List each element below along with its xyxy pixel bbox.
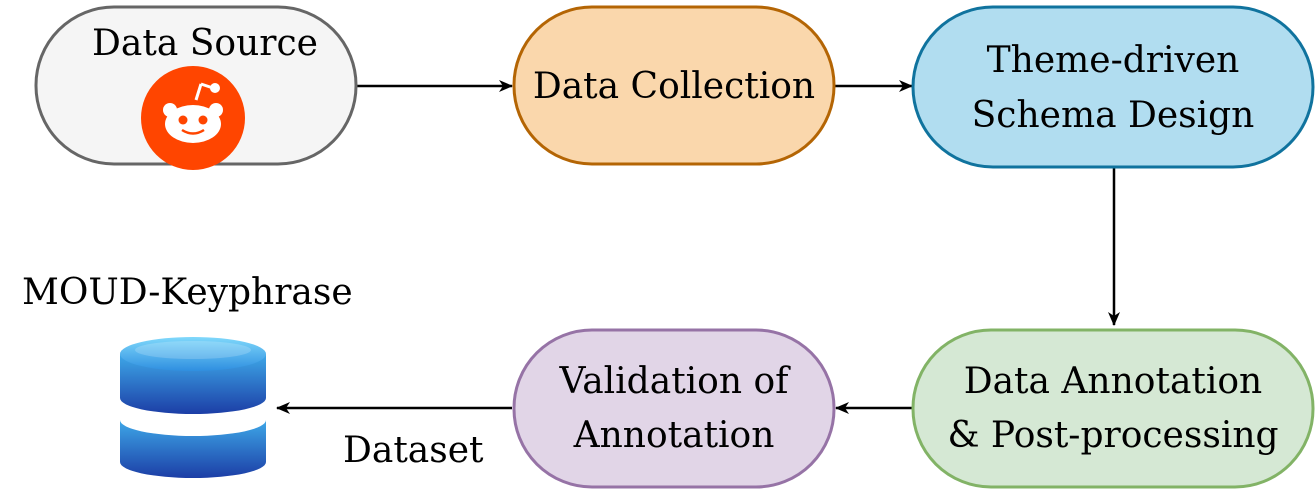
dataset-edge-label: Dataset	[343, 430, 484, 471]
node-validation: Validation of Annotation	[512, 328, 836, 489]
database-icon	[116, 337, 270, 478]
edges	[276, 80, 1120, 414]
node-data-source: Data Source	[34, 5, 358, 170]
node-data-annotation-line2: & Post-processing	[947, 415, 1278, 456]
node-data-source-label: Data Source	[92, 23, 318, 64]
node-schema-design-line1: Theme-driven	[987, 40, 1240, 81]
dataset-title: MOUD-Keyphrase	[22, 272, 353, 313]
node-data-collection-label: Data Collection	[533, 66, 815, 107]
reddit-icon	[141, 66, 245, 170]
node-validation-shape	[512, 328, 836, 489]
node-data-collection-shape	[512, 5, 836, 166]
node-data-annotation-line1: Data Annotation	[964, 361, 1263, 402]
node-validation-line2: Annotation	[573, 415, 775, 456]
node-schema-design-line2: Schema Design	[972, 95, 1255, 136]
node-data-annotation: Data Annotation & Post-processing	[911, 328, 1315, 489]
node-schema-design-shape	[911, 5, 1315, 169]
node-data-annotation-shape	[911, 328, 1315, 489]
node-validation-line1: Validation of	[559, 361, 792, 402]
node-schema-design: Theme-driven Schema Design	[911, 5, 1315, 169]
node-data-collection: Data Collection	[512, 5, 836, 166]
